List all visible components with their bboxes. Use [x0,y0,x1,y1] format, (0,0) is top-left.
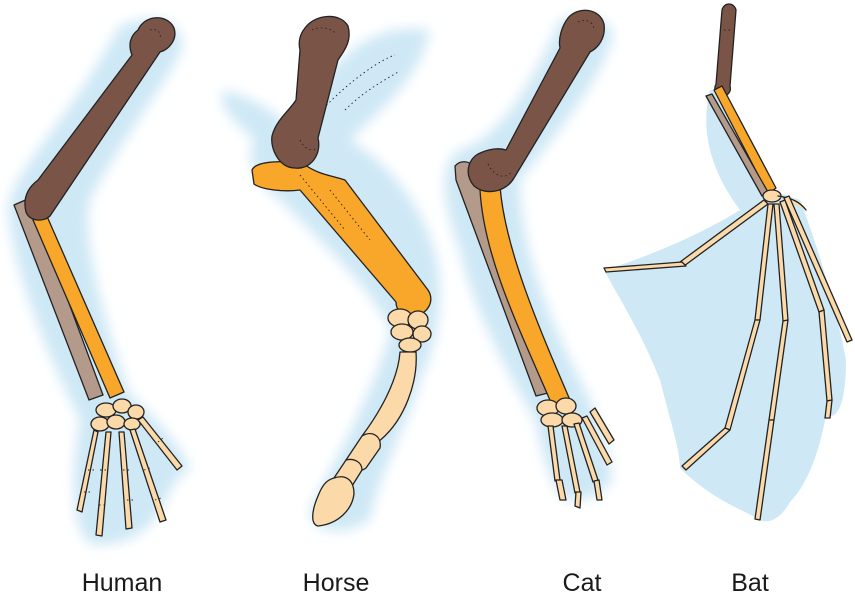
cat-limb [445,10,614,508]
human-limb [8,18,190,545]
human-humerus [25,18,175,220]
bat-limb [604,4,852,521]
label-cat: Cat [512,568,652,598]
bat-humerus [715,4,736,96]
label-human: Human [52,568,192,598]
bat-wing-membrane [604,90,846,521]
label-horse: Horse [266,568,406,598]
label-bat: Bat [680,568,820,598]
horse-limb [222,16,440,530]
